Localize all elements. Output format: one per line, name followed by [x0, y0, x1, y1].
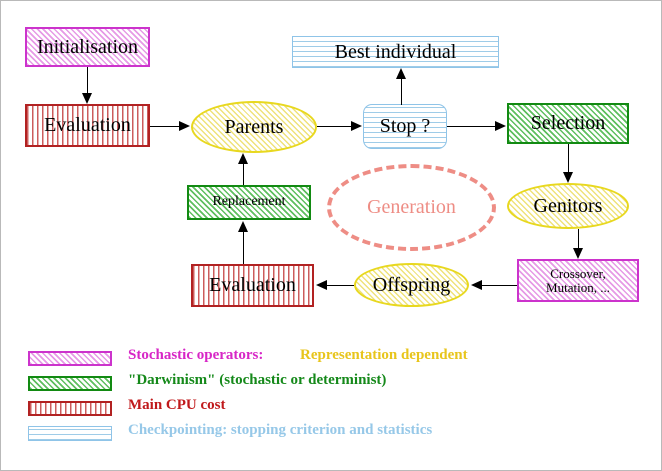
- arrowhead-genitors-to-crossover: [572, 248, 583, 259]
- edge-stop-to-selection: [447, 126, 495, 127]
- edge-crossover-to-offspring: [482, 285, 517, 286]
- node-replacement[interactable]: Replacement: [187, 185, 311, 220]
- legend-label-darwinism: "Darwinism" (stochastic or determinist): [128, 372, 387, 388]
- edge-parents-to-stop: [317, 126, 351, 127]
- edge-init-to-eval: [87, 67, 88, 94]
- node-best-individual[interactable]: Best individual: [292, 36, 499, 68]
- legend-swatch-red-hatch: [28, 401, 112, 416]
- node-crossover-mutation[interactable]: Crossover, Mutation, ...: [517, 259, 639, 302]
- legend-swatch-green-hatch: [28, 376, 112, 391]
- arrowhead-selection-to-genitors: [562, 172, 573, 183]
- legend-label-stochastic-operators: Stochastic operators:: [128, 347, 264, 363]
- node-generation-boundary: Generation: [327, 164, 496, 251]
- legend-label-representation-dependent: Representation dependent: [300, 347, 468, 363]
- arrowhead-crossover-to-offspring: [471, 279, 482, 290]
- node-parents[interactable]: Parents: [191, 101, 317, 153]
- node-evaluation-bottom[interactable]: Evaluation: [191, 264, 314, 307]
- arrowhead-init-to-eval: [81, 93, 92, 104]
- arrowhead-parents-to-stop: [351, 120, 362, 131]
- arrowhead-offspring-to-eval: [316, 279, 327, 290]
- edge-eval-to-replacement: [243, 232, 244, 264]
- arrowhead-stop-to-selection: [495, 120, 506, 131]
- node-selection[interactable]: Selection: [507, 103, 629, 144]
- edge-replacement-to-parents: [243, 164, 244, 185]
- node-genitors[interactable]: Genitors: [507, 183, 629, 229]
- node-offspring[interactable]: Offspring: [354, 263, 469, 307]
- edge-stop-to-best: [401, 79, 402, 105]
- arrowhead-stop-to-best: [395, 68, 406, 79]
- node-evaluation-top[interactable]: Evaluation: [25, 104, 150, 147]
- edge-selection-to-genitors: [568, 144, 569, 172]
- arrowhead-replacement-to-parents: [237, 153, 248, 164]
- legend-label-main-cpu-cost: Main CPU cost: [128, 397, 226, 413]
- node-stop[interactable]: Stop ?: [363, 104, 447, 149]
- edge-genitors-to-crossover: [578, 229, 579, 248]
- arrowhead-eval-to-replacement: [237, 221, 248, 232]
- legend-swatch-magenta-hatch: [28, 351, 112, 366]
- node-initialisation[interactable]: Initialisation: [25, 27, 150, 67]
- legend-swatch-blue-hatch: [28, 426, 112, 441]
- arrowhead-eval-to-parents: [179, 120, 190, 131]
- edge-eval-to-parents: [150, 126, 179, 127]
- edge-offspring-to-eval: [327, 285, 354, 286]
- legend-label-checkpointing: Checkpointing: stopping criterion and st…: [128, 422, 433, 438]
